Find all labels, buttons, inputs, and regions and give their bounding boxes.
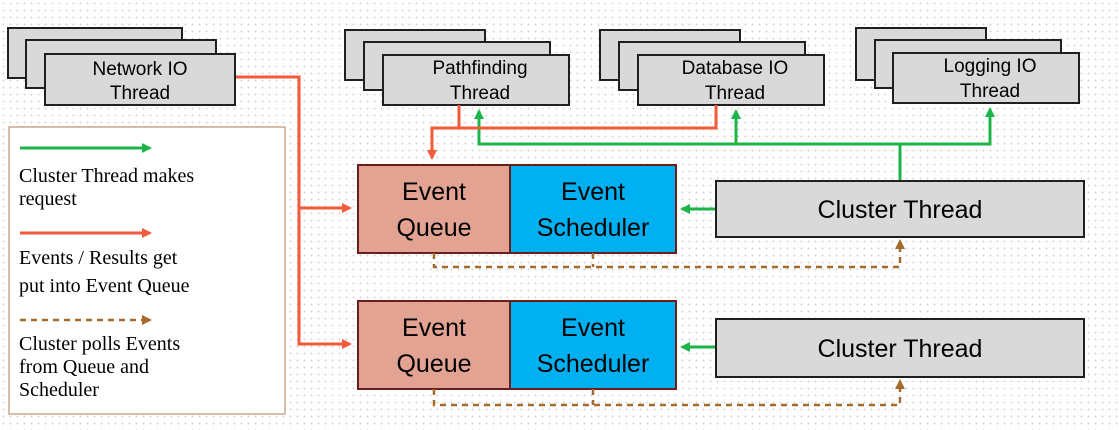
event-scheduler-label-line2: Scheduler	[537, 214, 650, 242]
logging-io-thread-box	[892, 52, 1080, 104]
network-io-thread-box	[44, 53, 236, 106]
event-queue-box	[357, 164, 511, 254]
event-arrow-database-to-queue	[459, 105, 718, 130]
network-io-thread-stack: Network IO Thread	[7, 27, 236, 106]
event-scheduler-label-line1: Event	[561, 314, 625, 342]
pathfinding-thread-stack: Pathfinding Thread	[344, 29, 570, 106]
legend-request-label-line2: request	[19, 188, 77, 210]
legend-poll-label-line2: from Queue and	[19, 356, 149, 378]
network-io-thread-label-line2: Thread	[110, 83, 170, 104]
legend-request-label-line1: Cluster Thread makes	[19, 165, 194, 187]
poll-arrow-cluster1	[432, 239, 905, 269]
event-scheduler-box	[509, 164, 677, 254]
logging-io-thread-label-line2: Thread	[960, 81, 1020, 102]
legend-event-label-line1: Events / Results get	[19, 247, 178, 269]
request-arrow-to-logging	[900, 107, 995, 146]
logging-io-thread-stack: Logging IO Thread	[855, 27, 1080, 104]
pathfinding-thread-label-line2: Thread	[450, 83, 510, 104]
event-arrows	[236, 75, 718, 349]
event-scheduler-box	[509, 300, 677, 390]
poll-arrows	[432, 239, 905, 407]
pathfinding-thread-label-line1: Pathfinding	[432, 58, 527, 79]
cluster-2: Event Queue Event Scheduler Cluster Thre…	[357, 300, 1085, 390]
cluster-1: Event Queue Event Scheduler Cluster Thre…	[357, 164, 1085, 254]
logging-io-thread-label-line1: Logging IO	[944, 56, 1037, 77]
event-arrow-pathfinding-to-queue	[427, 105, 461, 160]
pathfinding-thread-box	[382, 54, 570, 106]
cluster-thread-label: Cluster Thread	[818, 196, 983, 224]
legend-box	[8, 126, 286, 415]
cluster-thread-box	[715, 180, 1085, 238]
database-io-thread-stack: Database IO Thread	[599, 29, 825, 106]
cluster-thread-label: Cluster Thread	[818, 335, 983, 363]
event-queue-label-line2: Queue	[396, 214, 471, 242]
legend-poll-label-line1: Cluster polls Events	[19, 333, 180, 355]
database-io-thread-label-line2: Thread	[705, 83, 765, 104]
cluster-thread-box	[715, 318, 1085, 378]
event-arrow-network-to-queue2	[236, 75, 352, 349]
legend: Cluster Thread makes request Events / Re…	[8, 126, 286, 415]
database-io-thread-label-line1: Database IO	[682, 58, 789, 79]
legend-poll-label-line3: Scheduler	[19, 379, 99, 401]
legend-event-label-line2: put into Event Queue	[19, 275, 190, 297]
network-io-thread-label-line1: Network IO	[92, 59, 187, 80]
event-queue-label-line1: Event	[402, 178, 466, 206]
event-scheduler-label-line1: Event	[561, 178, 625, 206]
event-queue-box	[357, 300, 511, 390]
event-scheduler-label-line2: Scheduler	[537, 350, 650, 378]
event-queue-label-line2: Queue	[396, 350, 471, 378]
database-io-thread-box	[637, 54, 825, 106]
event-queue-label-line1: Event	[402, 314, 466, 342]
